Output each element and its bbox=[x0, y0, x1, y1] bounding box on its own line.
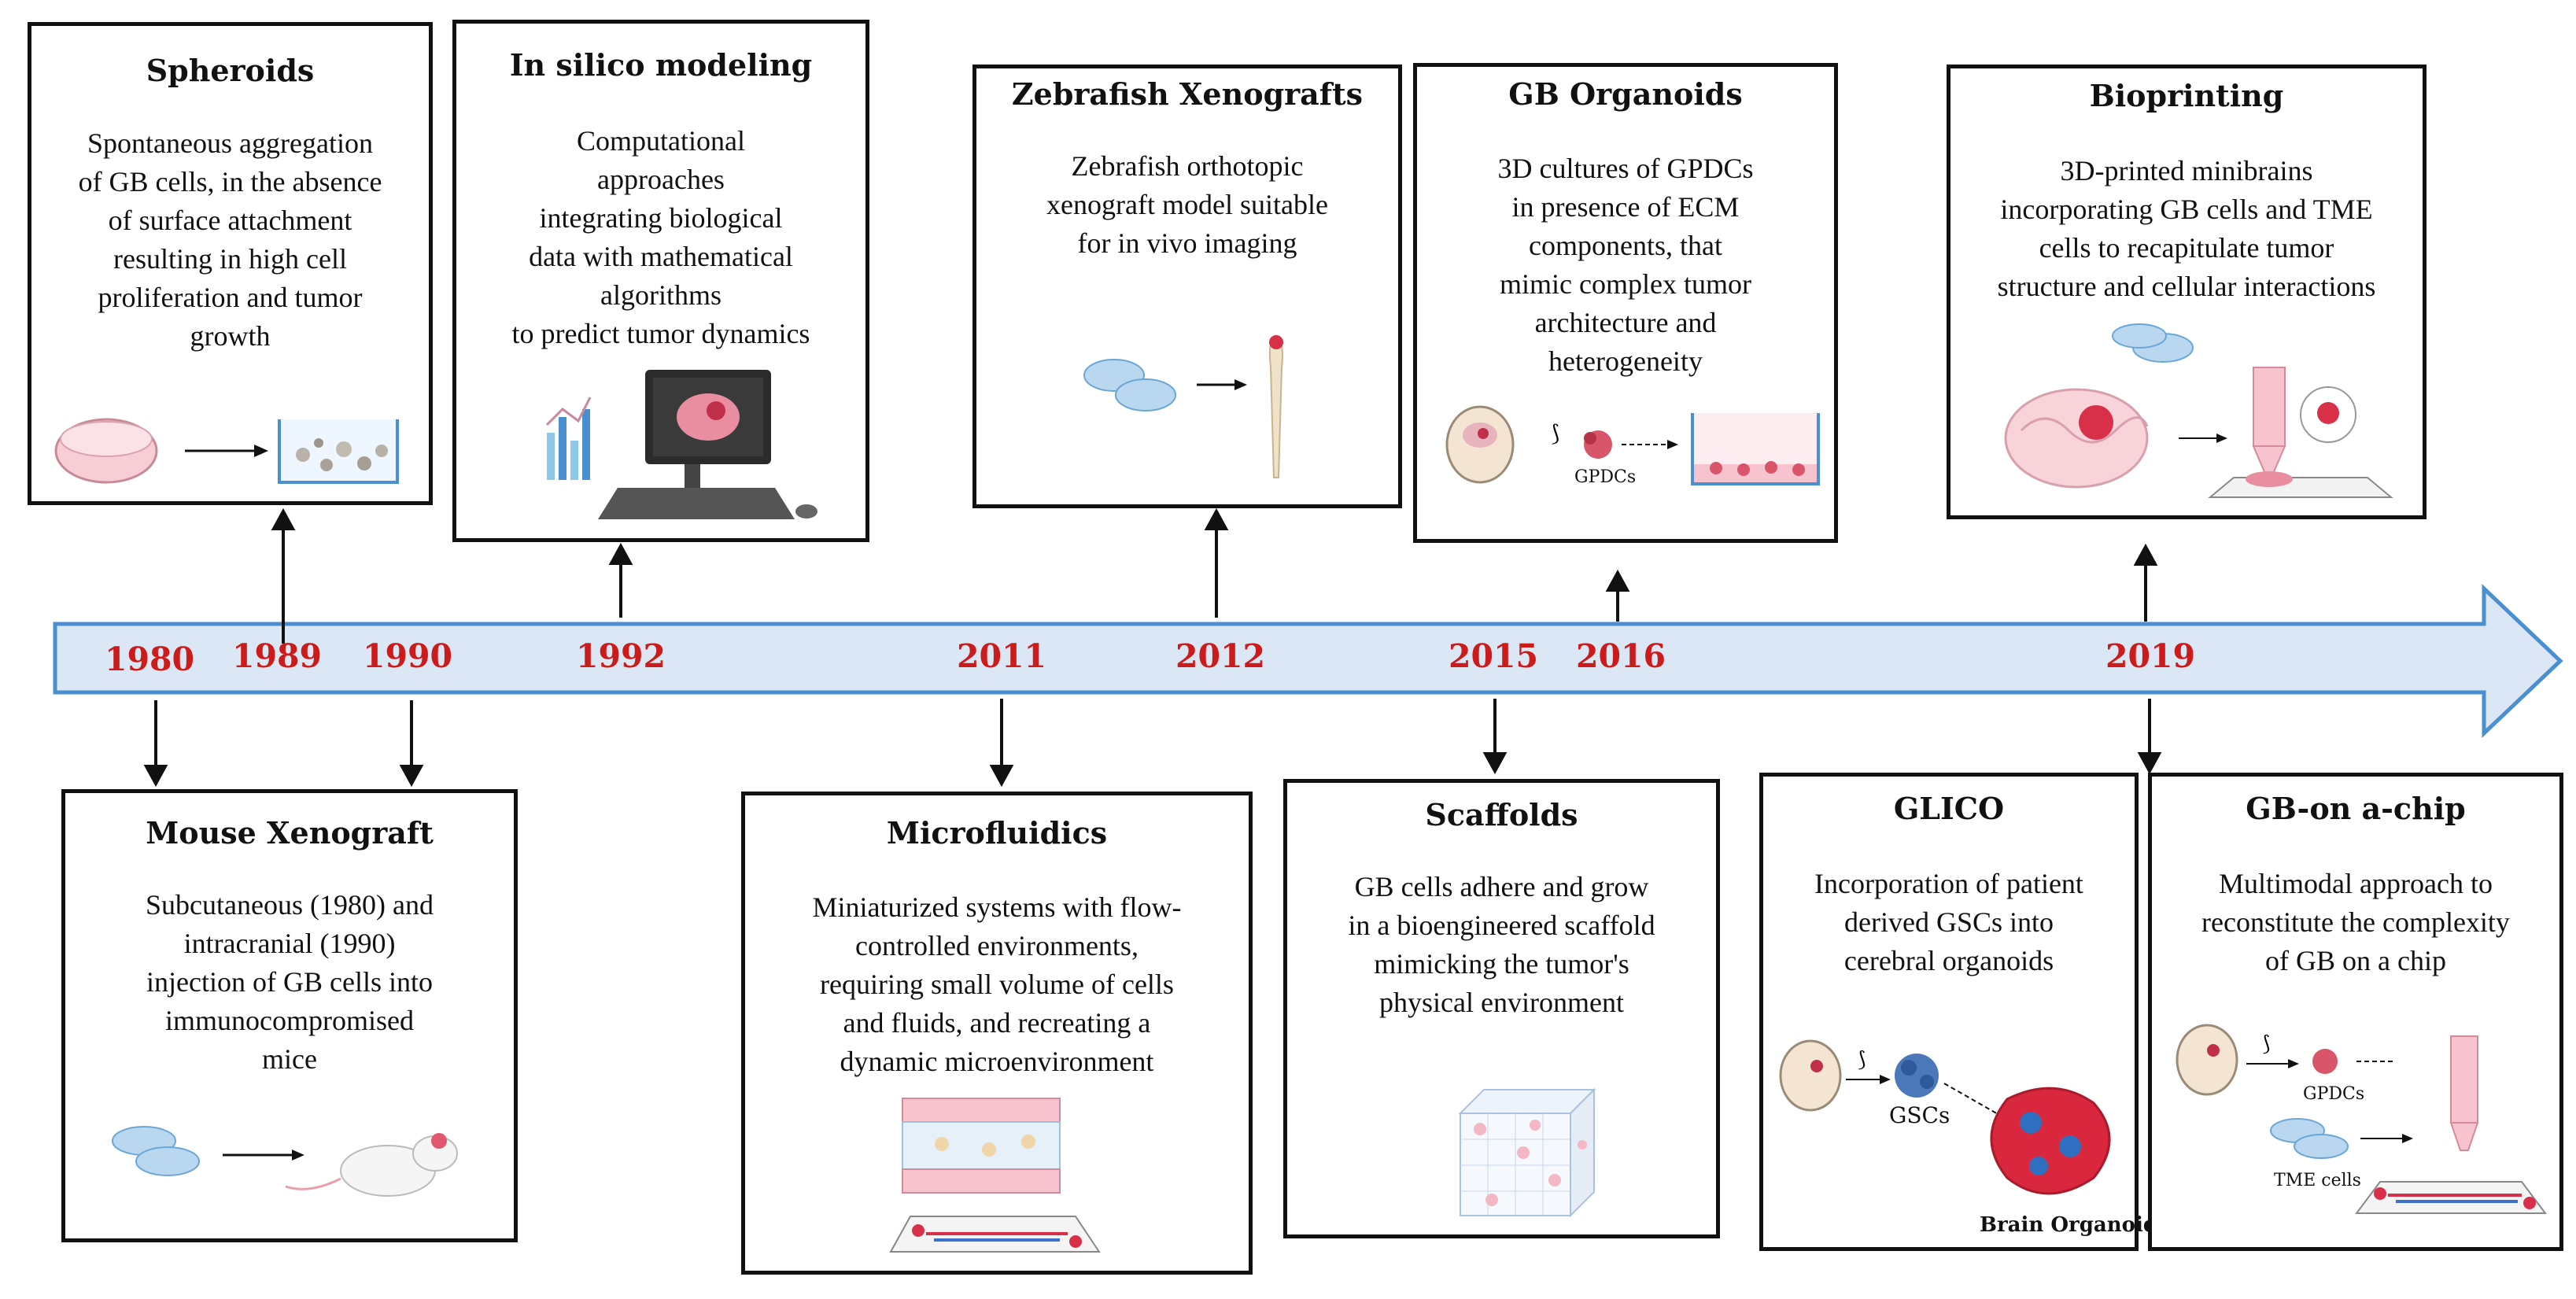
panel-zebrafish: Zebrafish Xenografts Zebrafish orthotopi… bbox=[972, 65, 1402, 508]
panel-description: Multimodal approach to reconstitute the … bbox=[2201, 868, 2510, 976]
year-label: 1980 bbox=[104, 640, 195, 678]
brain-organoid-label: Brain Organoid bbox=[1980, 1213, 2157, 1237]
gpdcs-label: GPDCs bbox=[1574, 467, 1636, 487]
year-label: 1989 bbox=[231, 637, 323, 675]
year-label: 2012 bbox=[1175, 637, 1266, 675]
panel-title: Mouse Xenograft bbox=[146, 815, 434, 851]
panel-description: 3D cultures of GPDCs in presence of ECM … bbox=[1497, 153, 1754, 377]
computer-illustration bbox=[545, 370, 817, 519]
year-label: 1990 bbox=[362, 637, 453, 675]
panel-description: Spontaneous aggregation of GB cells, in … bbox=[78, 127, 382, 352]
panel-description: Subcutaneous (1980) and intracranial (19… bbox=[146, 889, 434, 1075]
panel-spheroids: Spheroids Spontaneous aggregation of GB … bbox=[28, 22, 433, 505]
panel-description: Computational approaches integrating bio… bbox=[511, 125, 810, 349]
organoid-illustration: ⟆ GPDCs bbox=[1445, 405, 1820, 487]
panel-title: GB-on a-chip bbox=[2246, 791, 2466, 826]
panel-title: Spheroids bbox=[146, 53, 315, 88]
panel-description: Zebrafish orthotopic xenograft model sui… bbox=[1046, 150, 1328, 259]
panel-title: GLICO bbox=[1893, 791, 2005, 826]
panel-description: Incorporation of patient derived GSCs in… bbox=[1814, 868, 2083, 976]
panel-gb-organoids: GB Organoids 3D cultures of GPDCs in pre… bbox=[1413, 63, 1838, 543]
svg-text:⟆: ⟆ bbox=[1551, 420, 1559, 446]
microfluidic-chip-illustration bbox=[889, 1098, 1101, 1253]
panel-title: GB Organoids bbox=[1508, 76, 1743, 112]
gpdcs-label: GPDCs bbox=[2303, 1084, 2364, 1104]
panel-microfluidics: Microfluidics Miniaturized systems with … bbox=[741, 792, 1253, 1275]
year-label: 2019 bbox=[2105, 637, 2196, 675]
panel-title: In silico modeling bbox=[509, 47, 813, 83]
panel-title: Microfluidics bbox=[886, 815, 1108, 851]
panel-mouse-xenograft: Mouse Xenograft Subcutaneous (1980) and … bbox=[61, 789, 518, 1242]
panel-title: Zebrafish Xenografts bbox=[1011, 76, 1364, 112]
zebrafish-illustration bbox=[1083, 334, 1283, 478]
year-label: 2015 bbox=[1448, 637, 1539, 675]
year-label: 2016 bbox=[1575, 637, 1666, 675]
svg-text:⟆: ⟆ bbox=[1858, 1048, 1866, 1072]
spheroid-illustration bbox=[54, 418, 399, 484]
panel-gb-on-chip: GB-on a-chip Multimodal approach to reco… bbox=[2148, 773, 2563, 1251]
panel-description: Miniaturized systems with flow- controll… bbox=[812, 891, 1182, 1077]
panel-bioprinting: Bioprinting 3D-printed minibrains incorp… bbox=[1947, 65, 2427, 519]
year-label: 1992 bbox=[575, 637, 666, 675]
panel-description: 3D-printed minibrains incorporating GB c… bbox=[1997, 155, 2376, 302]
svg-text:⟆: ⟆ bbox=[2262, 1032, 2270, 1056]
chip-illustration: ⟆ GPDCs TME cells bbox=[2176, 1024, 2547, 1214]
panel-glico: GLICO Incorporation of patient derived G… bbox=[1759, 773, 2157, 1251]
mouse-illustration bbox=[112, 1126, 458, 1197]
glico-illustration: ⟆ GSCs Brain Organoid bbox=[1779, 1039, 2157, 1237]
panel-scaffolds: Scaffolds GB cells adhere and grow in a … bbox=[1283, 779, 1720, 1238]
panel-description: GB cells adhere and grow in a bioenginee… bbox=[1348, 871, 1655, 1018]
panel-title: Scaffolds bbox=[1425, 797, 1578, 832]
tme-cells-label: TME cells bbox=[2274, 1171, 2361, 1190]
gscs-label: GSCs bbox=[1889, 1102, 1950, 1128]
panel-title: Bioprinting bbox=[2089, 78, 2284, 113]
bioprinting-illustration bbox=[2004, 323, 2393, 498]
panel-in-silico: In silico modeling Computational approac… bbox=[452, 20, 869, 542]
scaffold-cube-illustration bbox=[1458, 1087, 1596, 1218]
year-label: 2011 bbox=[956, 637, 1047, 675]
